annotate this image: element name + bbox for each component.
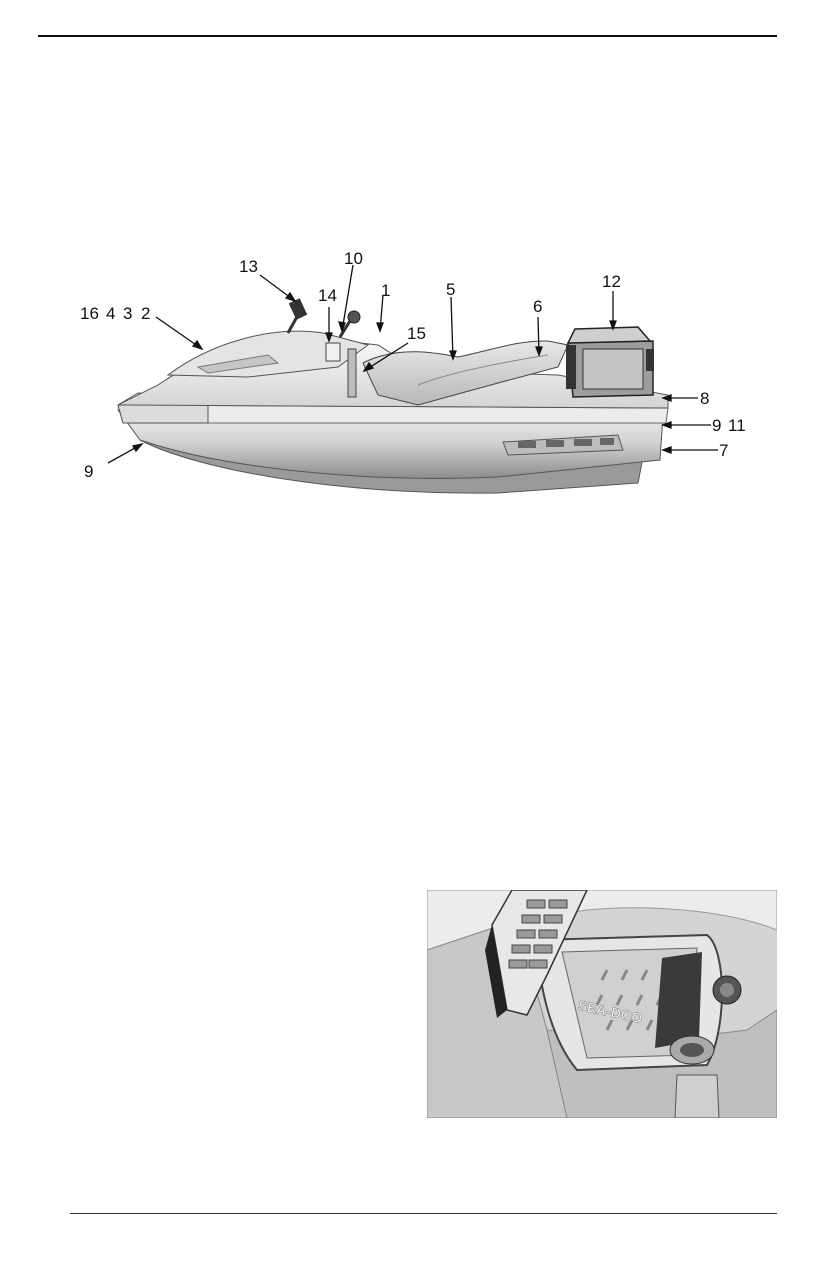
callout-12: 12 bbox=[602, 272, 621, 291]
rear-cargo-box bbox=[566, 326, 654, 398]
callout-13: 13 bbox=[239, 257, 258, 276]
callout-14: 14 bbox=[318, 286, 337, 305]
callout-9-left: 9 bbox=[84, 462, 94, 481]
footer-rule bbox=[70, 1213, 777, 1214]
seat bbox=[362, 340, 569, 406]
callout-7: 7 bbox=[719, 441, 729, 460]
front-storage-bay-illustration: SEA-DOO bbox=[427, 890, 777, 1118]
callout-8: 8 bbox=[700, 389, 710, 408]
header-rule bbox=[38, 35, 777, 37]
grab-post bbox=[347, 348, 357, 398]
watercraft-side-view-illustration bbox=[78, 245, 758, 505]
hull-side bbox=[117, 409, 664, 479]
handlebar bbox=[286, 298, 361, 338]
callout-3: 3 bbox=[123, 304, 133, 323]
callout-16: 16 bbox=[80, 304, 99, 323]
callout-1: 1 bbox=[381, 281, 391, 300]
side-vents bbox=[502, 434, 624, 456]
callout-5: 5 bbox=[446, 280, 456, 299]
callout-6: 6 bbox=[533, 297, 543, 316]
cup-holder bbox=[325, 342, 341, 362]
callout-9-right: 9 bbox=[712, 416, 722, 435]
callout-4: 4 bbox=[106, 304, 116, 323]
watercraft-drawing bbox=[107, 264, 718, 494]
storage-bay-drawing: SEA-DOO bbox=[427, 890, 777, 1118]
callout-leaders bbox=[107, 264, 718, 464]
callout-15: 15 bbox=[407, 324, 426, 343]
callout-11: 11 bbox=[728, 416, 746, 435]
callout-2: 2 bbox=[141, 304, 151, 323]
callout-10: 10 bbox=[344, 249, 363, 268]
lid-grid bbox=[508, 899, 568, 969]
